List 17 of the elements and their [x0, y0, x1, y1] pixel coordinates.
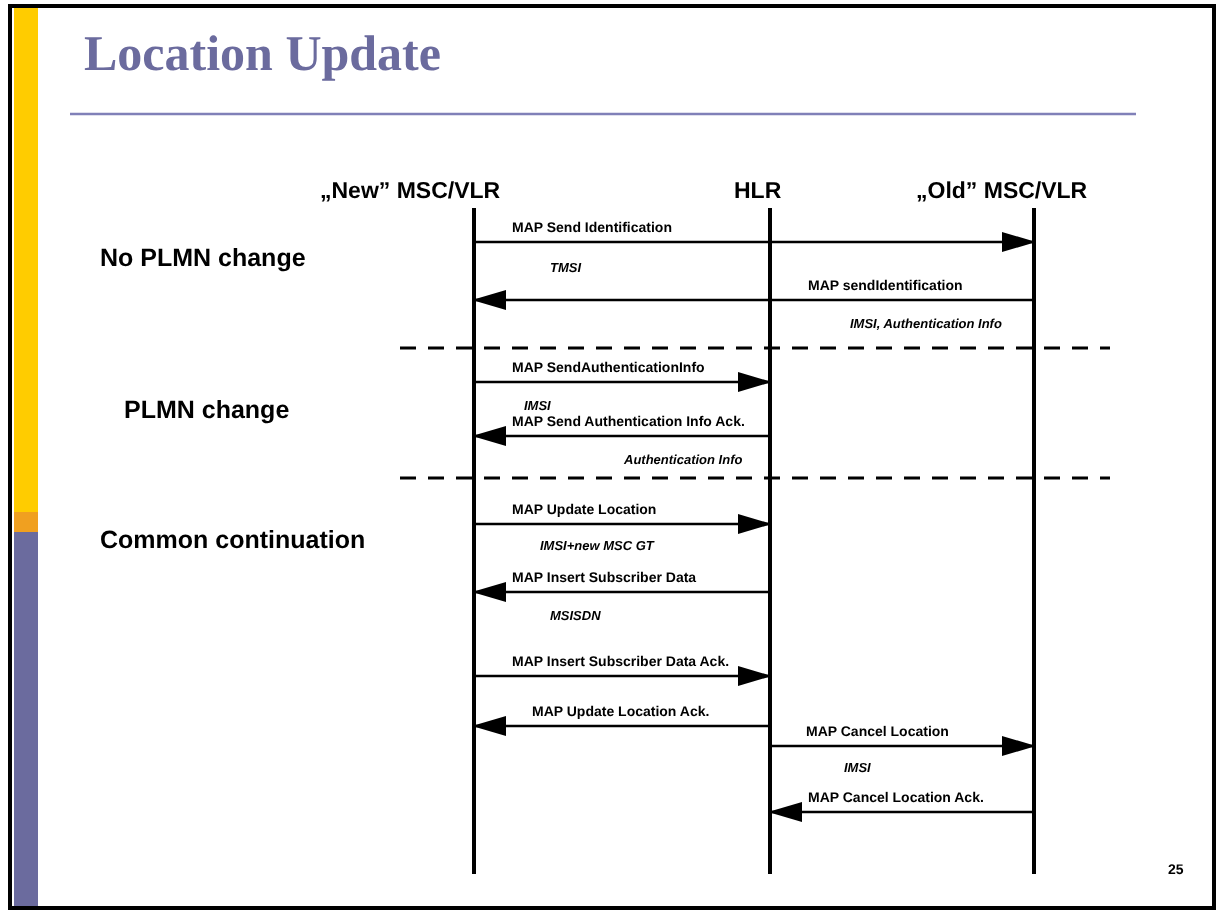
participant-label: HLR — [734, 180, 782, 204]
section-label: Common continuation — [100, 526, 366, 554]
message-arrow — [770, 736, 1036, 756]
message-arrow — [474, 232, 1036, 252]
message-arrow — [472, 582, 770, 602]
message-arrow — [472, 290, 1034, 310]
participant-label: „Old” MSC/VLR — [916, 180, 1088, 204]
message-arrow — [472, 716, 770, 736]
message-arrow — [474, 666, 772, 686]
slide-title: Location Update — [84, 28, 441, 84]
section-label: No PLMN change — [100, 244, 306, 272]
message-arrow — [474, 372, 772, 392]
message-arrow — [472, 426, 770, 446]
participant-label: „New” MSC/VLR — [320, 180, 501, 204]
message-arrow — [768, 802, 1034, 822]
message-arrow — [474, 514, 772, 534]
section-label: PLMN change — [124, 396, 290, 424]
